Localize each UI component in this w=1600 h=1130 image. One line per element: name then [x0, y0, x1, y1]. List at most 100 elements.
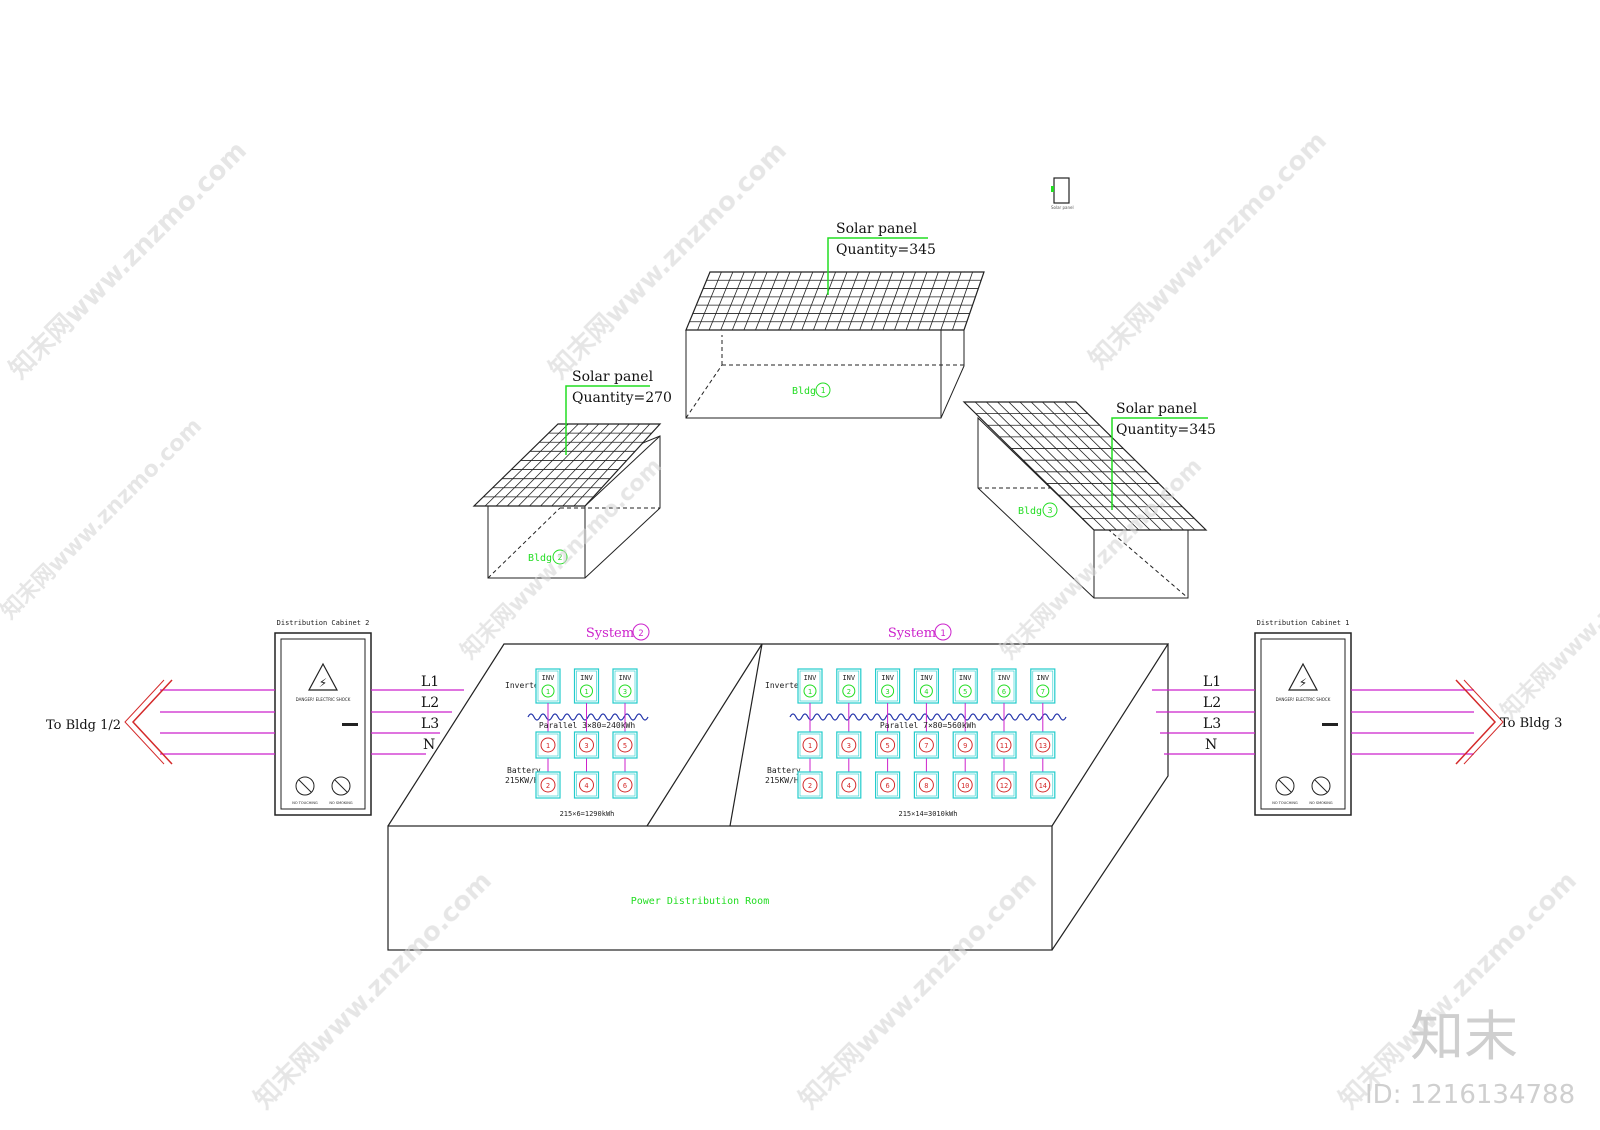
battery-number-circle — [957, 777, 973, 793]
panel-column-line — [870, 271, 894, 331]
battery-box — [836, 731, 862, 759]
battery-number: 9 — [963, 742, 967, 750]
inverter-tag: INV — [542, 674, 555, 682]
solar-panel-qty-2: Quantity=270 — [572, 390, 672, 406]
power-distribution-room: Power Distribution Room — [387, 643, 1170, 951]
building-1-number: 1 — [821, 386, 826, 395]
panel-column-line — [1030, 401, 1162, 531]
inverter-number-circle — [1036, 684, 1050, 698]
line-left-n: N — [423, 737, 435, 753]
battery-box-inner — [993, 733, 1015, 757]
battery-box-inner — [1032, 733, 1054, 757]
svg-text:知末网www.znzmo.com: 知末网www.znzmo.com — [249, 866, 498, 1115]
battery-box — [1030, 771, 1056, 799]
system-1-equipment: Inverter Battery 215KW/H INV112INV234INV… — [765, 668, 1067, 818]
building-2-label: Bldg — [528, 553, 552, 564]
panel-column-line — [813, 271, 836, 331]
callout-leader-2 — [565, 385, 650, 455]
battery-number: 2 — [546, 782, 550, 790]
battery-box — [991, 771, 1017, 799]
building-3: Bldg 3 Solar panel Quantity=345 — [962, 401, 1216, 599]
svg-text:知末网www.znzmo.com: 知末网www.znzmo.com — [1496, 513, 1600, 724]
cabinet-left: Distribution Cabinet 2 ⚡ DANGER! ELECTRI… — [274, 619, 372, 816]
battery-box — [612, 771, 638, 799]
system-divider — [646, 643, 763, 827]
inverter-number: 1 — [546, 688, 550, 696]
panel-column-line — [731, 271, 757, 331]
inverter-box — [797, 668, 823, 704]
battery-box-inner — [537, 773, 559, 797]
battery-box-inner — [954, 773, 976, 797]
panel-column-line — [905, 271, 928, 331]
inverter-number: 3 — [885, 688, 889, 696]
battery-number-circle — [617, 777, 633, 793]
panel-column-line — [847, 271, 871, 331]
panel-column-line — [824, 271, 848, 331]
panel-column-line — [507, 423, 589, 507]
panel-column-line — [720, 271, 745, 331]
inverter-box-inner — [614, 670, 636, 702]
system-1-inverter-label: Inverter — [765, 681, 804, 690]
svg-text:System: System — [888, 626, 936, 641]
battery-box — [535, 771, 561, 799]
battery-box — [913, 731, 940, 759]
inverter-number: 1 — [808, 688, 812, 696]
battery-box-inner — [877, 773, 898, 797]
panel-column-line — [1053, 401, 1184, 531]
battery-box-inner — [576, 733, 597, 757]
inverter-number-circle — [803, 684, 817, 698]
battery-box-inner — [799, 733, 821, 757]
svg-text:知末网www.znzmo.com: 知末网www.znzmo.com — [1084, 126, 1333, 375]
line-right-n: N — [1205, 737, 1217, 753]
panel-column-line — [778, 271, 802, 331]
battery-box — [535, 731, 561, 759]
panel-column-line — [1042, 401, 1173, 531]
inverter-number-circle — [618, 684, 632, 698]
battery-number: 10 — [961, 782, 969, 790]
battery-number-circle — [540, 777, 556, 793]
battery-number: 6 — [623, 782, 627, 790]
panel-column-line — [882, 271, 905, 331]
inverter-tag: INV — [1036, 674, 1049, 682]
cabinet-right-handle[interactable] — [1322, 723, 1338, 726]
dest-left: To Bldg 1/2 — [46, 718, 121, 733]
cabinet-right: Distribution Cabinet 1 ⚡ DANGER! ELECTRI… — [1254, 619, 1352, 816]
svg-text:知末网www.znzmo.com: 知末网www.znzmo.com — [1334, 866, 1583, 1115]
battery-box — [836, 771, 862, 799]
inverter-number-circle — [580, 684, 593, 698]
battery-box-inner — [1032, 773, 1054, 797]
panel-column-line — [801, 271, 825, 331]
inverter-box-inner — [954, 670, 976, 702]
inverter-number: 1 — [584, 688, 588, 696]
legend-caption: Solar panel — [1051, 205, 1074, 210]
system-2-title: System 2 — [586, 623, 650, 641]
cabinet-left-handle[interactable] — [342, 723, 358, 726]
panel-column-line — [529, 423, 610, 507]
inverter-number-circle — [881, 684, 895, 698]
panel-column-line — [836, 271, 859, 331]
battery-number-circle — [1035, 737, 1051, 753]
cabinet-right-warn: DANGER! ELECTRIC SHOCK — [1276, 697, 1331, 702]
battery-number-circle — [802, 737, 818, 753]
inverter-box-inner — [576, 670, 597, 702]
panel-column-line — [917, 271, 939, 331]
battery-number: 3 — [847, 742, 851, 750]
panel-column-line — [974, 401, 1106, 531]
battery-number: 13 — [1039, 742, 1047, 750]
battery-number-circle — [841, 777, 857, 793]
inverter-box-inner — [1032, 670, 1054, 702]
cabinet-right-sign2: NO SMOKING — [1309, 801, 1332, 805]
line-right-l2: L2 — [1203, 695, 1221, 711]
battery-number-circle — [880, 777, 896, 793]
battery-number: 1 — [808, 742, 812, 750]
building-3-number: 3 — [1048, 506, 1053, 515]
panel-column-line — [495, 423, 579, 507]
system-2-total: 215×6=1290kWh — [560, 810, 615, 818]
battery-box-inner — [916, 773, 937, 797]
solar-grid-1 — [689, 271, 982, 331]
battery-number: 11 — [1000, 742, 1008, 750]
battery-box — [612, 731, 638, 759]
battery-number: 2 — [808, 782, 812, 790]
panel-column-line — [1019, 401, 1151, 531]
